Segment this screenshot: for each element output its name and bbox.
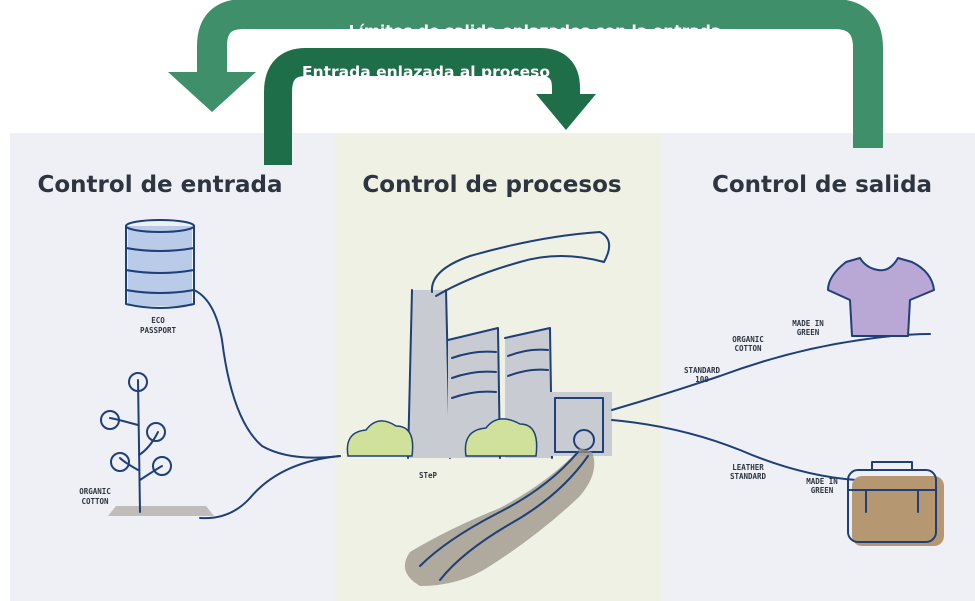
outer-arrow-head bbox=[168, 72, 256, 112]
standard-100-label-2: 100 bbox=[695, 375, 709, 384]
made-in-green-top-label-1: MADE IN bbox=[792, 319, 824, 328]
made-in-green-bottom-label-2: GREEN bbox=[811, 486, 834, 495]
made-in-green-bottom-label-1: MADE IN bbox=[806, 477, 838, 486]
shirt-connector bbox=[611, 333, 931, 411]
made-in-green-top-label-2: GREEN bbox=[797, 328, 820, 337]
input-control-panel bbox=[10, 133, 335, 601]
heading-output-control: Control de salida bbox=[712, 172, 932, 198]
inner-link-arrow: Entrada enlazada al proceso bbox=[264, 48, 596, 165]
eco-passport-label-1: ECO bbox=[151, 316, 165, 325]
step-label: STeP bbox=[419, 471, 438, 480]
river-icon bbox=[404, 448, 595, 586]
barrel-icon bbox=[125, 219, 195, 309]
barrel-connector bbox=[193, 289, 341, 459]
bag-connector bbox=[611, 419, 857, 481]
inner-arrow-label: Entrada enlazada al proceso bbox=[302, 63, 550, 81]
organic-cotton-left-label-1: ORGANIC bbox=[79, 487, 111, 496]
inner-arrow-head bbox=[536, 94, 596, 130]
bag-icon bbox=[847, 461, 944, 546]
organic-cotton-right-label-2: COTTON bbox=[734, 344, 762, 353]
cotton-plant-icon bbox=[100, 372, 214, 516]
factory-icon bbox=[407, 231, 612, 459]
eco-passport-label-2: PASSPORT bbox=[140, 326, 177, 335]
leather-standard-label-2: STANDARD bbox=[730, 472, 767, 481]
shrub-icon bbox=[346, 418, 538, 457]
organic-cotton-left-label-2: COTTON bbox=[81, 497, 109, 506]
standard-100-label-1: STANDARD bbox=[684, 366, 721, 375]
shirt-icon bbox=[827, 257, 935, 337]
leather-standard-label-1: LEATHER bbox=[732, 463, 764, 472]
heading-process-control: Control de procesos bbox=[362, 172, 621, 198]
heading-input-control: Control de entrada bbox=[38, 172, 283, 198]
organic-cotton-right-label-1: ORGANIC bbox=[732, 335, 764, 344]
plant-connector bbox=[199, 455, 341, 520]
outer-arrow-label: Límites de salida enlazados con la entra… bbox=[349, 22, 722, 40]
outer-feedback-arrow: Límites de salida enlazados con la entra… bbox=[168, 0, 883, 148]
